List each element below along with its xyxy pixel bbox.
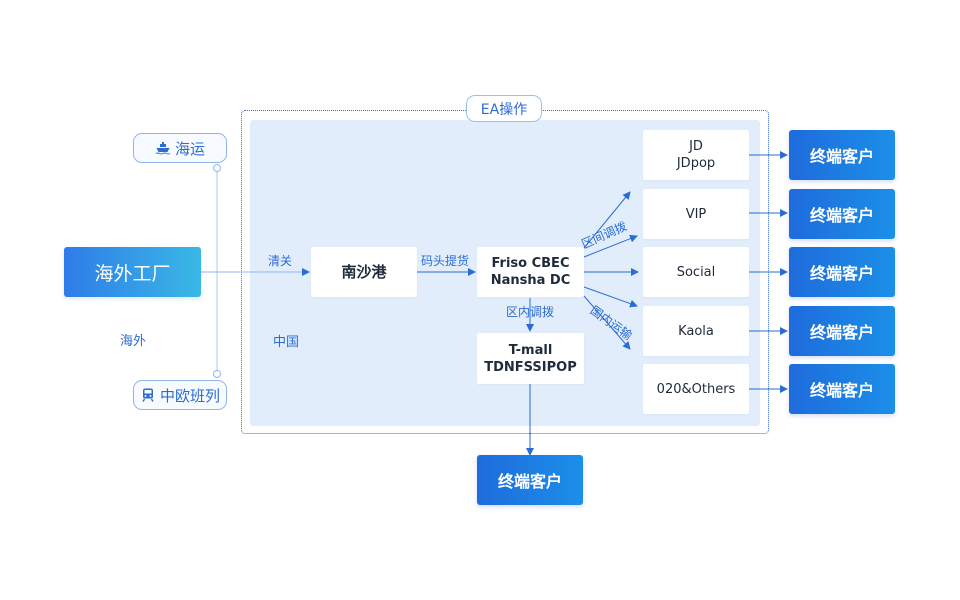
vip-channel-node: VIP bbox=[643, 189, 749, 239]
nansha-port-label: 南沙港 bbox=[341, 262, 387, 281]
tmall-line2: TDNFSSIPOP bbox=[484, 359, 577, 375]
social-label: Social bbox=[676, 264, 716, 280]
end-customer-jd: 终端客户 bbox=[789, 130, 895, 180]
rail-freight-pill: 中欧班列 bbox=[133, 380, 227, 410]
tmall-node: T-mall TDNFSSIPOP bbox=[477, 333, 584, 384]
social-channel-node: Social bbox=[643, 247, 749, 297]
kaola-label: Kaola bbox=[678, 323, 714, 339]
intra-region-transfer-label: 区内调拨 bbox=[506, 305, 555, 319]
kaola-channel-node: Kaola bbox=[643, 306, 749, 356]
dock-pickup-label: 码头提货 bbox=[421, 254, 470, 268]
ship-icon bbox=[155, 142, 171, 155]
sea-freight-label: 海运 bbox=[174, 139, 205, 158]
rail-freight-label: 中欧班列 bbox=[159, 386, 220, 405]
jd-channel-node: JD JDpop bbox=[643, 130, 749, 180]
overseas-factory: 海外工厂 bbox=[64, 247, 201, 297]
others-channel-node: 020&Others bbox=[643, 364, 749, 414]
end-customer-kaola: 终端客户 bbox=[789, 306, 895, 356]
vip-label: VIP bbox=[685, 206, 707, 222]
sea-freight-pill: 海运 bbox=[133, 133, 227, 163]
end-customer-social: 终端客户 bbox=[789, 247, 895, 297]
china-label: 中国 bbox=[273, 335, 300, 350]
others-label: 020&Others bbox=[656, 381, 736, 397]
nansha-port-node: 南沙港 bbox=[311, 247, 417, 297]
end-customer-others: 终端客户 bbox=[789, 364, 895, 414]
end-customer-tmall: 终端客户 bbox=[477, 455, 583, 505]
jd-line1: JD bbox=[689, 139, 703, 154]
friso-dc-line2: Nansha DC bbox=[490, 273, 571, 288]
friso-dc-line1: Friso CBEC bbox=[491, 256, 570, 271]
friso-dc-node: Friso CBEC Nansha DC bbox=[477, 247, 584, 297]
jd-line2: JDpop bbox=[676, 156, 716, 171]
ea-operation-title: EA操作 bbox=[466, 95, 542, 122]
overseas-label: 海外 bbox=[120, 334, 147, 349]
customs-label: 清关 bbox=[268, 254, 293, 268]
tmall-line1: T-mall bbox=[508, 342, 553, 358]
train-icon bbox=[142, 388, 154, 402]
end-customer-vip: 终端客户 bbox=[789, 189, 895, 239]
